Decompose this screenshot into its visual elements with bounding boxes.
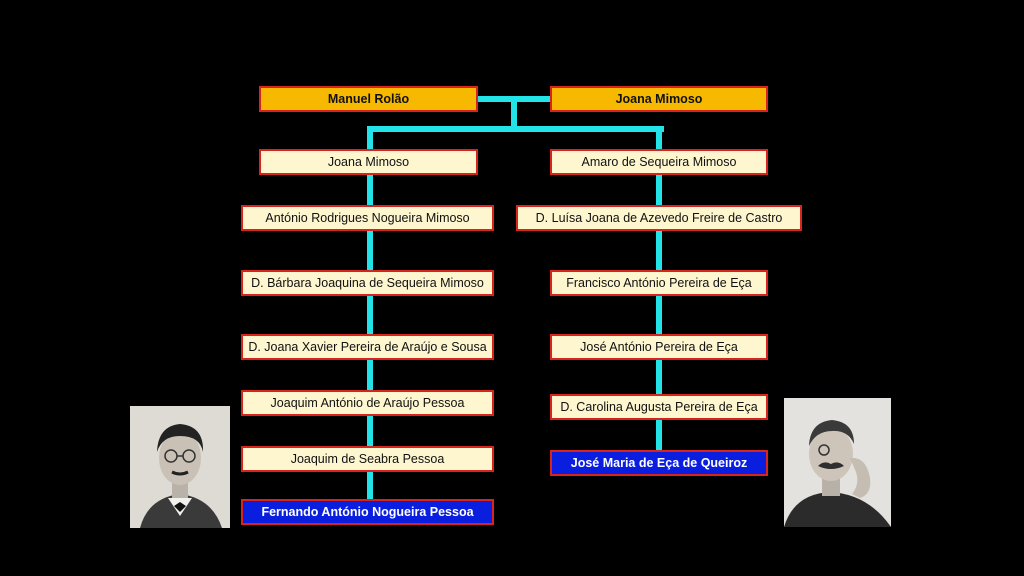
right-node: D. Carolina Augusta Pereira de Eça [550, 394, 768, 420]
right-node: Amaro de Sequeira Mimoso [550, 149, 768, 175]
left-line-connector [367, 126, 373, 500]
left-node: Joaquim de Seabra Pessoa [241, 446, 494, 472]
portrait-photo-right [784, 398, 891, 527]
left-node: António Rodrigues Nogueira Mimoso [241, 205, 494, 231]
right-node: D. Luísa Joana de Azevedo Freire de Cast… [516, 205, 802, 231]
portrait-photo-left [130, 406, 230, 528]
left-node: D. Joana Xavier Pereira de Araújo e Sous… [241, 334, 494, 360]
node-husband: Manuel Rolão [259, 86, 478, 112]
left-node: Joana Mimoso [259, 149, 478, 175]
right-descendant-node: José Maria de Eça de Queiroz [550, 450, 768, 476]
left-descendant-node: Fernando António Nogueira Pessoa [241, 499, 494, 525]
left-node: Joaquim António de Araújo Pessoa [241, 390, 494, 416]
right-node: Francisco António Pereira de Eça [550, 270, 768, 296]
branch-connector [367, 126, 664, 132]
right-node: José António Pereira de Eça [550, 334, 768, 360]
trunk-connector [511, 99, 517, 131]
left-node: D. Bárbara Joaquina de Sequeira Mimoso [241, 270, 494, 296]
node-wife: Joana Mimoso [550, 86, 768, 112]
